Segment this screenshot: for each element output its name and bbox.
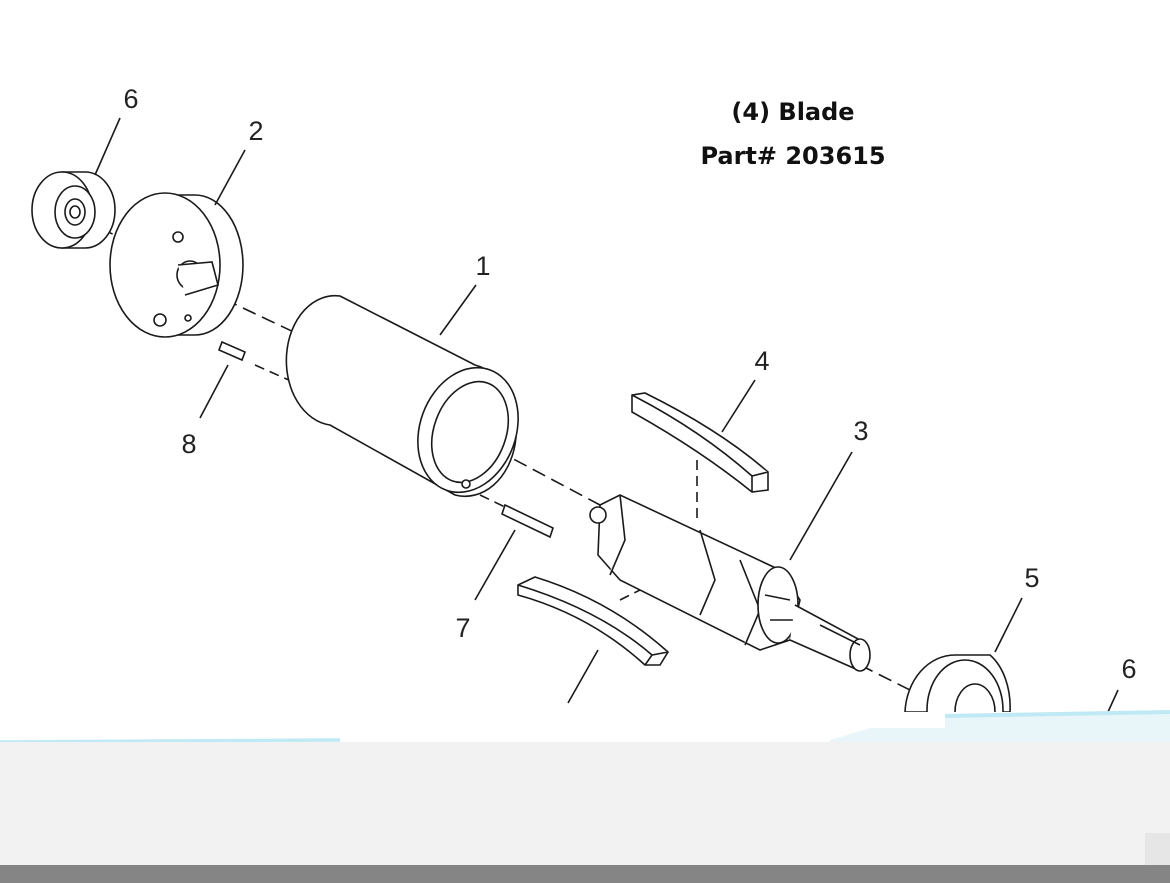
exploded-parts-diagram: 6 2 1 8 4 3 7 4 5 6 [31,84,1137,712]
callout-7: 7 [455,613,470,643]
blade-bottom [517,576,670,666]
bearing-left [31,171,116,249]
end-cap-left [109,192,244,338]
pin-8 [217,340,247,362]
blade-top [631,392,769,493]
blade-centerlines [619,460,698,601]
callout-4-top: 4 [754,346,769,376]
housing [285,294,519,498]
scrollbar-corner[interactable] [1145,833,1170,865]
rotor [589,494,871,672]
callout-1: 1 [475,251,490,281]
title-line-1: (4) Blade [731,98,855,126]
lower-panel [0,742,1170,865]
end-cap-right [904,654,1011,712]
callout-numbers: 6 2 1 8 4 3 7 4 5 6 [123,84,1136,684]
callout-5: 5 [1024,563,1039,593]
title-line-2: Part# 203615 [700,142,886,170]
leader-lines [94,117,1119,712]
callout-6-right: 6 [1121,654,1136,684]
bottom-bar [0,865,1170,883]
callout-2: 2 [248,116,263,146]
callout-8: 8 [181,429,196,459]
callout-6-left: 6 [123,84,138,114]
callout-3: 3 [853,416,868,446]
pin-7 [501,503,554,539]
axis-centerline [99,227,931,701]
